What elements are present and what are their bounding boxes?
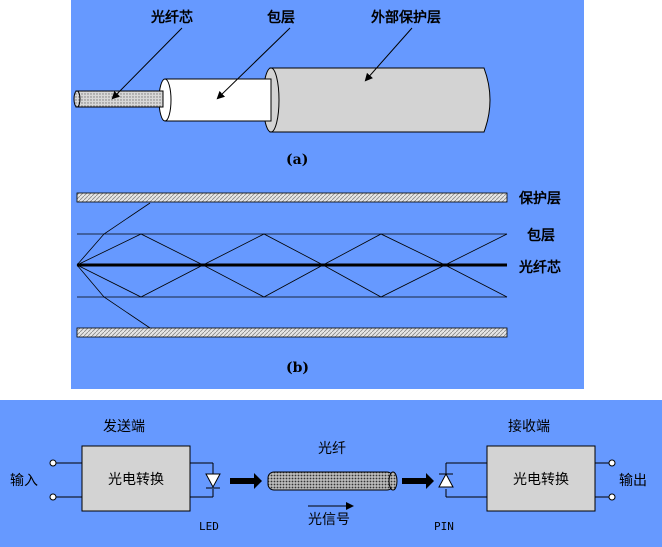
label-core-b: 光纤芯 — [518, 259, 561, 276]
protective-layer-bottom — [76, 327, 508, 338]
caption-b: (b) — [286, 360, 309, 376]
leader-jacket — [364, 27, 413, 82]
core-end — [73, 90, 81, 108]
escaping-ray-bottom — [76, 264, 151, 329]
fiber-end — [388, 471, 398, 491]
led-diode-icon — [205, 473, 221, 489]
input-terminal-bottom — [49, 493, 57, 501]
protective-layer-top — [76, 192, 508, 203]
label-cladding-b: 包层 — [527, 227, 555, 244]
receiver-converter-box — [486, 445, 596, 512]
fiber-segment — [267, 471, 394, 491]
cladding — [161, 78, 272, 122]
receiver-converter-label: 光电转换 — [513, 471, 569, 488]
signal-arrow-left — [230, 473, 262, 489]
output-label: 输出 — [619, 473, 647, 489]
led-label: LED — [199, 520, 219, 533]
pin-diode-icon — [438, 472, 454, 488]
transmitter-converter-box — [81, 445, 191, 512]
receiver-label: 接收端 — [508, 418, 550, 435]
cable-drawing — [73, 67, 491, 133]
signal-arrow-right — [402, 473, 434, 489]
caption-a: (a) — [286, 152, 308, 168]
light-ray-a — [76, 233, 508, 298]
input-label: 输入 — [10, 473, 38, 489]
leader-cladding — [216, 27, 291, 100]
label-cladding-a: 包层 — [267, 9, 295, 26]
escaping-ray-top — [76, 202, 151, 266]
fiber-label: 光纤 — [318, 441, 346, 457]
output-terminal-top — [608, 459, 616, 467]
leader-core — [111, 27, 183, 100]
label-jacket-a: 外部保护层 — [371, 9, 441, 26]
output-terminal-bottom — [608, 493, 616, 501]
signal-label: 光信号 — [308, 512, 350, 528]
transmitter-label: 发送端 — [103, 419, 145, 435]
light-ray-b — [76, 233, 508, 298]
input-terminal-top — [49, 459, 57, 467]
label-core-a: 光纤芯 — [150, 9, 193, 26]
core — [75, 90, 164, 108]
outer-jacket — [265, 67, 491, 133]
transmitter-converter-label: 光电转换 — [108, 471, 164, 488]
label-protective-b: 保护层 — [518, 190, 561, 207]
propagation-drawing — [76, 192, 508, 338]
pin-label: PIN — [434, 520, 454, 533]
